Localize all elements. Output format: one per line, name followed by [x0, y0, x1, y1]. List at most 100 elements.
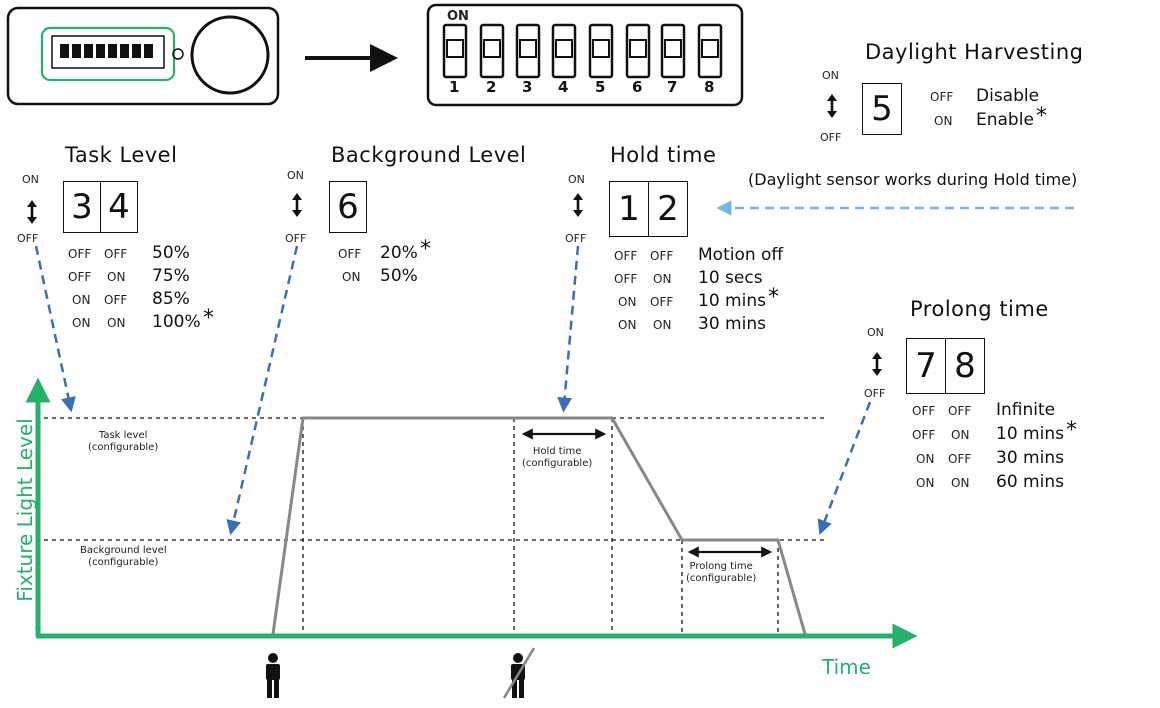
hold_time-option-2-switch-b: OFF	[650, 295, 674, 309]
task-on-label: ON	[22, 173, 39, 186]
background_level-option-0-value: 20%	[380, 243, 418, 263]
dip-number-1: 1	[449, 78, 460, 96]
prolong-time-graph-label-line2: (configurable)	[686, 572, 757, 584]
pointer-arrows	[34, 245, 872, 536]
task_level-option-0-value: 50%	[152, 243, 190, 263]
prolong_time-option-1-switch-a: OFF	[912, 428, 936, 442]
task_level-option-0-switch-b: OFF	[104, 247, 128, 261]
task-off-label: OFF	[17, 232, 39, 245]
task-level-switch-box: 3 4	[63, 181, 138, 233]
prolong_time-option-3-switch-a: ON	[916, 476, 935, 490]
prolong_time-option-2-switch-a: ON	[916, 452, 935, 466]
hold_time-option-2-value: 10 mins	[698, 291, 766, 311]
x-axis-label: Time	[822, 655, 871, 679]
dip-key-1	[442, 23, 468, 79]
hold_time-option-1-switch-a: OFF	[614, 272, 638, 286]
hold_time-option-1-value: 10 secs	[698, 268, 763, 288]
task-level-title: Task Level	[65, 143, 178, 167]
background-level-switch-box: 6	[329, 181, 367, 233]
onoff-arrows	[27, 94, 882, 376]
daylight-on-label: ON	[822, 69, 839, 82]
daylight-option-0-switch-a: OFF	[930, 90, 954, 104]
arrow-right-icon	[305, 44, 398, 72]
graph	[44, 417, 826, 636]
task_level-option-2-switch-b: OFF	[104, 293, 128, 307]
dip-key-2	[479, 23, 505, 79]
task-digit-b: 4	[100, 182, 137, 232]
prolong_time-option-0-value: Infinite	[996, 400, 1056, 420]
dip-key-8	[697, 23, 723, 79]
background-level-graph-label-line2: (configurable)	[88, 556, 159, 568]
background_level-option-1-switch-a: ON	[342, 270, 361, 284]
hold_time-option-2-default-star: *	[768, 285, 779, 310]
bg-on-label: ON	[287, 169, 304, 182]
daylight-off-label: OFF	[820, 131, 842, 144]
daylight-option-0-value: Disable	[976, 86, 1040, 106]
prolong-time-title: Prolong time	[910, 297, 1049, 321]
daylight-option-1-switch-a: ON	[934, 114, 953, 128]
background-level-graph-label: Background level (configurable)	[80, 545, 167, 568]
prolong-digit-b: 8	[945, 339, 984, 393]
task_level-option-3-switch-a: ON	[72, 316, 91, 330]
task-digit-a: 3	[71, 187, 93, 227]
task_level-option-3-switch-b: ON	[107, 316, 126, 330]
dip-key-6	[625, 23, 651, 79]
prolong_time-option-1-value: 10 mins	[996, 424, 1064, 444]
hold_time-option-1-switch-b: ON	[653, 272, 672, 286]
daylight-option-1-default-star: *	[1036, 104, 1047, 129]
prolong-time-switch-box: 7 8	[906, 338, 985, 394]
daylight-switch-box: 5	[862, 83, 902, 135]
task_level-option-1-value: 75%	[152, 266, 190, 286]
dip-number-4: 4	[558, 78, 569, 96]
task-level-graph-label: Task level (configurable)	[88, 430, 158, 453]
task_level-option-1-switch-b: ON	[107, 270, 126, 284]
dip-number-7: 7	[667, 78, 678, 96]
prolong_time-option-3-value: 60 mins	[996, 472, 1064, 492]
y-axis-label: Fixture Light Level	[13, 418, 37, 602]
bg-digit: 6	[337, 187, 359, 227]
dip-number-5: 5	[595, 78, 606, 96]
background_level-option-0-default-star: *	[420, 237, 431, 262]
task-level-graph-label-line1: Task level	[98, 430, 148, 441]
task_level-option-3-default-star: *	[203, 306, 214, 331]
prolong-off-label: OFF	[864, 387, 886, 400]
dip-on-label: ON	[447, 9, 469, 24]
hold-time-graph-label-line2: (configurable)	[522, 457, 593, 469]
task_level-option-2-switch-a: ON	[72, 293, 91, 307]
person-absent-icon	[502, 647, 536, 699]
dip-key-4	[551, 23, 577, 79]
prolong_time-option-2-switch-b: OFF	[948, 452, 972, 466]
daylight-title: Daylight Harvesting	[865, 40, 1084, 64]
hold-time-title: Hold time	[610, 143, 717, 167]
hold_time-option-3-switch-a: ON	[618, 318, 637, 332]
hold_time-option-0-switch-b: OFF	[650, 249, 674, 263]
prolong_time-option-2-value: 30 mins	[996, 448, 1064, 468]
hold-digit-a: 1	[618, 189, 640, 229]
dip-switch	[426, 3, 744, 107]
prolong_time-option-1-switch-b: ON	[951, 428, 970, 442]
dip-key-7	[660, 23, 686, 79]
hold-digit-b: 2	[648, 182, 687, 236]
dip-number-3: 3	[522, 78, 533, 96]
task-level-graph-label-line2: (configurable)	[88, 441, 159, 453]
light-level-curve	[271, 416, 807, 635]
daylight-digit: 5	[871, 89, 893, 129]
background_level-option-1-value: 50%	[380, 266, 418, 286]
hold_time-option-3-switch-b: ON	[653, 318, 672, 332]
hold-time-graph-label-line1: Hold time	[532, 446, 582, 457]
prolong-on-label: ON	[867, 326, 884, 339]
hold_time-option-0-value: Motion off	[698, 245, 784, 265]
daylight-option-1-value: Enable	[976, 110, 1034, 130]
dip-key-3	[515, 23, 541, 79]
task_level-option-2-value: 85%	[152, 289, 190, 309]
hold-off-label: OFF	[565, 232, 587, 245]
hold_time-option-0-switch-a: OFF	[614, 249, 638, 263]
background-level-graph-label-line1: Background level	[80, 545, 167, 556]
dip-number-2: 2	[486, 78, 497, 96]
hold_time-option-2-switch-a: ON	[618, 295, 637, 309]
prolong_time-option-3-switch-b: ON	[951, 476, 970, 490]
person-present-icon	[266, 653, 280, 698]
sensor-device	[6, 6, 280, 106]
dip-number-8: 8	[704, 78, 715, 96]
